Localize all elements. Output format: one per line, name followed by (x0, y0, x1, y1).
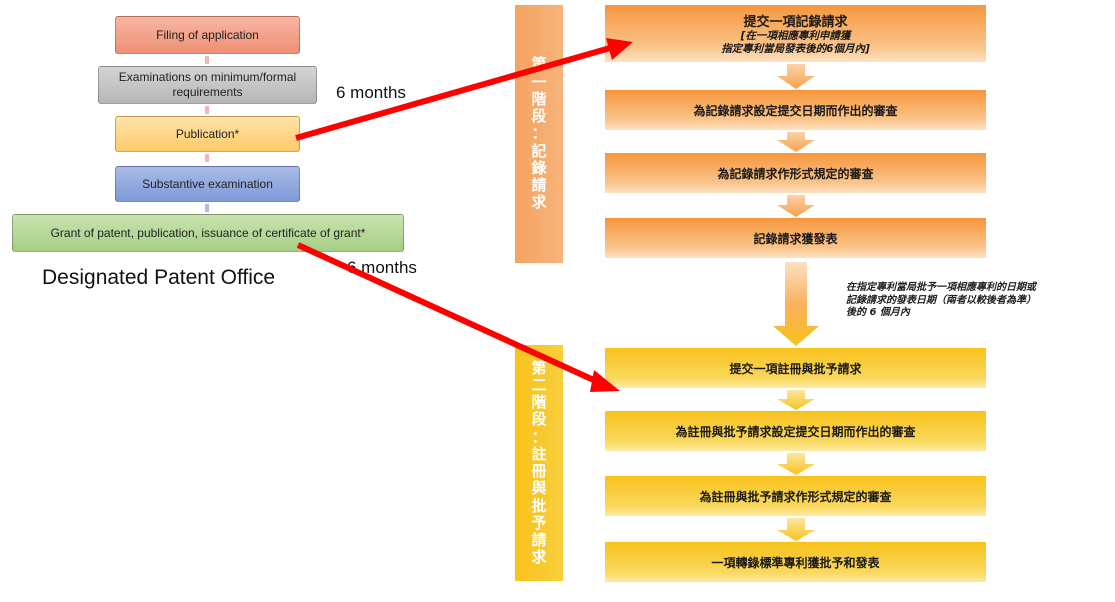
step-formal-examination: Examinations on minimum/formal requireme… (98, 66, 317, 104)
step-filing-of-application: Filing of application (115, 16, 300, 54)
stage1-step-publication: 記錄請求獲發表 (605, 218, 986, 258)
stage-2-bar: 第二階段：註冊與批予請求 (515, 345, 563, 581)
down-arrow-icon (777, 518, 815, 541)
step-label: 為記錄請求作形式規定的審查 (717, 166, 874, 181)
step-label: 提交一項註冊與批予請求 (729, 361, 862, 376)
flow-connector (205, 106, 209, 114)
step-label: 一項轉錄標準專利獲批予和發表 (711, 555, 880, 570)
stage-label-char: 段 (531, 107, 547, 126)
stage-1-bar: 第一階段：記錄請求 (515, 5, 563, 263)
stage-label-char: 批 (531, 496, 547, 515)
step-label: Publication* (175, 126, 240, 141)
stage-label-char: 二 (531, 375, 547, 394)
flow-connector (205, 154, 209, 162)
stage-label-char: 予 (531, 513, 547, 532)
stage2-step-grant-and-publication: 一項轉錄標準專利獲批予和發表 (605, 542, 986, 582)
designated-patent-office-label: Designated Patent Office (42, 266, 276, 289)
stage2-step-submit-registration-request: 提交一項註冊與批予請求 (605, 348, 986, 388)
down-arrow-icon (777, 453, 815, 475)
flow-connector (205, 204, 209, 212)
step-label: 記錄請求獲發表 (753, 231, 838, 246)
stage-label-char: 請 (531, 531, 547, 549)
step-label: 為註冊與批予請求設定提交日期而作出的審查 (675, 424, 916, 439)
step-note: 指定專利當局發表後的6個月內] (721, 43, 870, 55)
step-publication: Publication* (115, 116, 300, 152)
stage-label-char: 求 (531, 548, 547, 567)
down-arrow-icon (777, 390, 815, 410)
flow-connector (205, 56, 209, 64)
step-title: 提交一項記錄請求 (743, 14, 848, 30)
stage-label-char: 階 (531, 89, 547, 108)
step-note: [在一項相應專利申請獲 (740, 29, 851, 42)
stage-label-char: 一 (531, 72, 547, 91)
step-label: 為記錄請求設定提交日期而作出的審查 (693, 103, 898, 118)
step-grant-of-patent: Grant of patent, publication, issuance o… (12, 214, 404, 252)
stage1-step-formal-examination: 為記錄請求作形式規定的審查 (605, 153, 986, 193)
down-arrow-icon (777, 132, 815, 152)
stage2-step-formal-examination: 為註冊與批予請求作形式規定的審查 (605, 476, 986, 516)
stage-label-char: 註 (531, 444, 547, 463)
step-label: Filing of application (156, 27, 259, 42)
stage-label-char: 第 (531, 358, 547, 377)
stage-label-char: 請 (531, 176, 547, 195)
step-label: 為註冊與批予請求作形式規定的審查 (699, 489, 892, 504)
transition-arrow-icon (773, 262, 819, 346)
stage1-step-filing-date-examination: 為記錄請求設定提交日期而作出的審查 (605, 90, 986, 130)
publication-to-stage1-arrow (295, 45, 611, 141)
step-label: Grant of patent, publication, issuance o… (50, 225, 366, 240)
stage-label-char: 與 (531, 479, 547, 498)
stage-label-char: 求 (531, 193, 547, 212)
stage2-step-filing-date-examination: 為註冊與批予請求設定提交日期而作出的審查 (605, 411, 986, 451)
months-label-1: 6 months (336, 83, 406, 102)
down-arrow-icon (777, 64, 815, 89)
grant-to-stage2-arrow (296, 242, 600, 385)
step-substantive-examination: Substantive examination (115, 166, 300, 202)
arrowhead-icon (590, 370, 620, 392)
stage-label-char: ： (531, 427, 547, 446)
stage-label-char: 錄 (531, 158, 547, 177)
stage-label-char: 階 (531, 393, 547, 411)
step-label: Substantive examination (142, 176, 273, 191)
stage1-step-submit-record-request: 提交一項記錄請求 [在一項相應專利申請獲 指定專利當局發表後的6個月內] (605, 5, 986, 62)
stage-label-char: ： (531, 124, 547, 143)
arrowhead-icon (606, 38, 633, 60)
stage-label-char: 段 (531, 410, 547, 429)
down-arrow-icon (777, 195, 815, 217)
transition-note: 在指定專利當局批予一項相應專利的日期或記錄請求的發表日期（兩者以較後者為準）後的… (846, 282, 1036, 318)
stage-label-char: 記 (531, 141, 547, 160)
stage-label-char: 冊 (531, 462, 547, 480)
step-label: Examinations on minimum/formal requireme… (118, 70, 297, 99)
